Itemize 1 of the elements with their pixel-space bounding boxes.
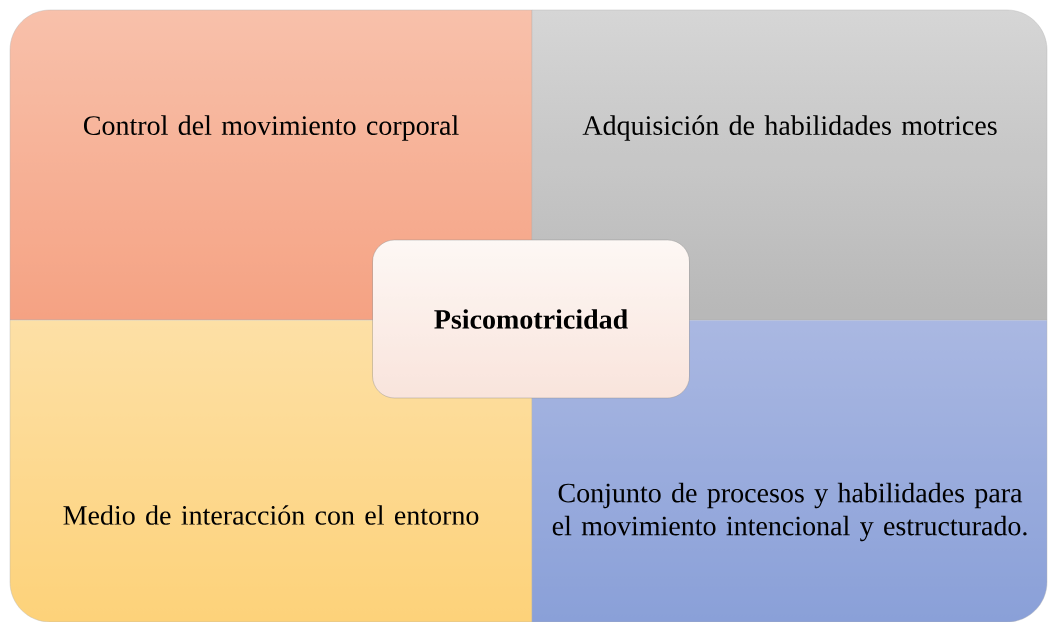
center-box: Psicomotricidad [372, 239, 690, 399]
